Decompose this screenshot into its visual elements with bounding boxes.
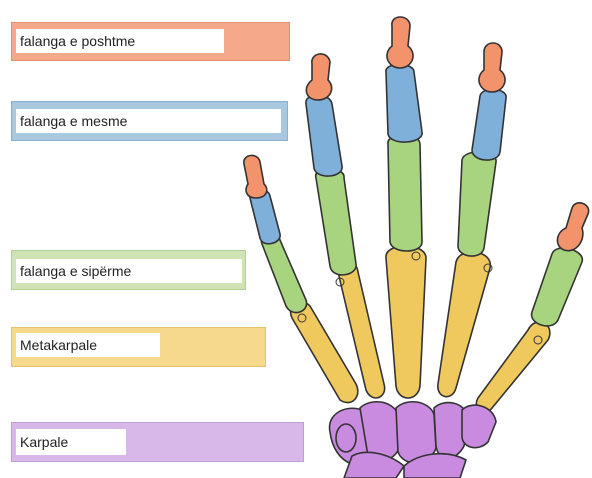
- carpal-bones: [329, 402, 496, 478]
- metacarpal-bones: [291, 246, 550, 412]
